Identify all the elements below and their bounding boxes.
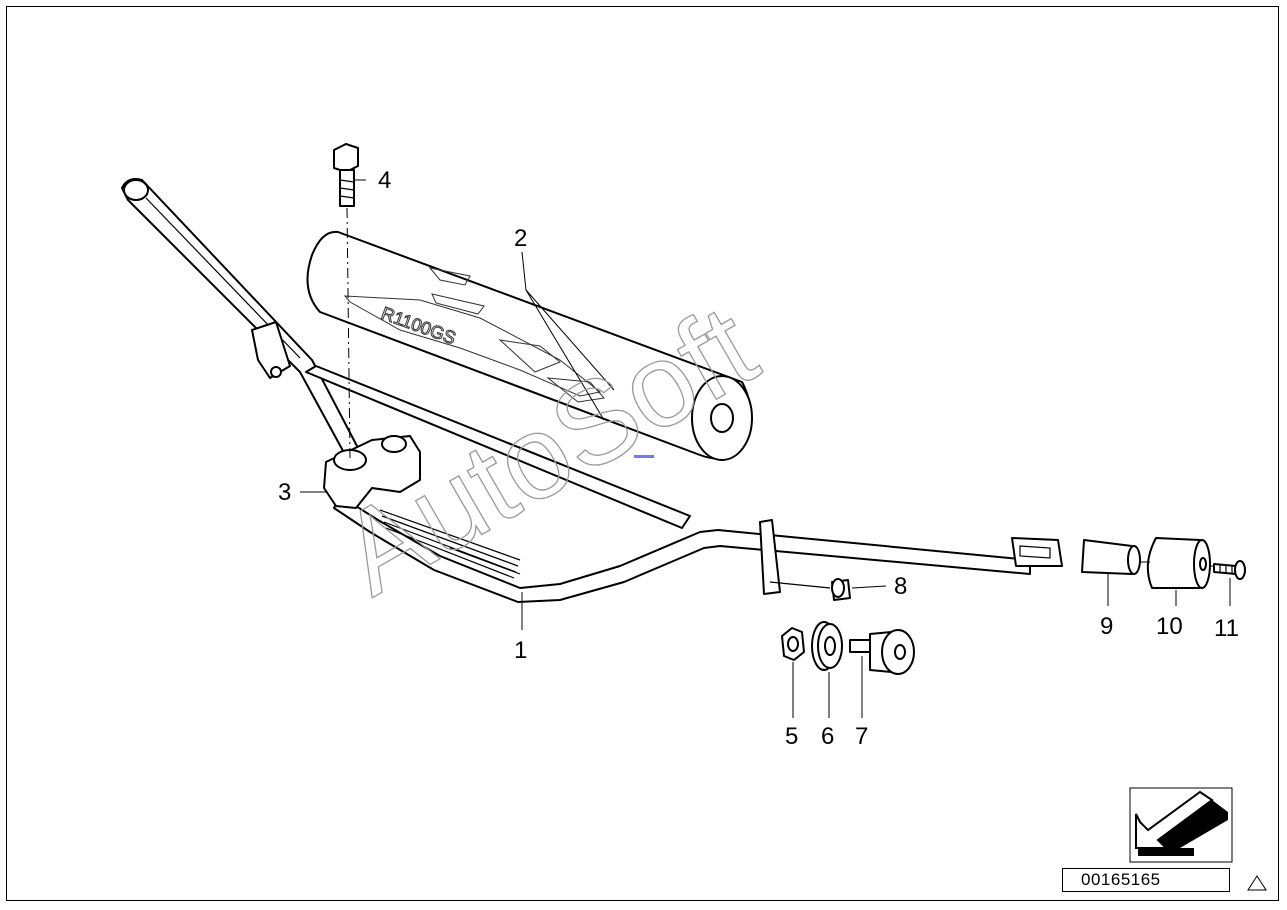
callout-9: 9 <box>1100 613 1113 640</box>
diagram-frame <box>6 6 1279 901</box>
callout-11: 11 <box>1214 615 1239 642</box>
callout-4: 4 <box>378 167 391 194</box>
callout-8: 8 <box>894 573 907 600</box>
bar-end-screw <box>1140 560 1246 580</box>
handlebar <box>121 178 1063 603</box>
rubber-mount <box>811 621 843 671</box>
document-number: 00165165 <box>1062 868 1230 892</box>
callout-10: 10 <box>1156 613 1183 640</box>
hex-nut <box>781 627 805 661</box>
callout-3: 3 <box>278 479 291 506</box>
leader-lines <box>300 179 1231 718</box>
blue-marker <box>634 455 654 458</box>
callout-1: 1 <box>514 637 527 664</box>
direction-arrow-icon <box>1129 787 1233 863</box>
warning-triangle-icon <box>1247 875 1267 891</box>
handlebar-clamp <box>323 435 421 509</box>
callout-2: 2 <box>514 225 527 252</box>
crossbar-pad: R1100GS <box>306 230 753 461</box>
bar-end-sleeve <box>1081 539 1141 575</box>
callout-labels: 1 2 3 4 5 6 7 8 9 10 11 <box>278 167 1239 750</box>
callout-5: 5 <box>785 723 798 750</box>
clamp-bolt <box>333 143 359 459</box>
callout-6: 6 <box>821 723 834 750</box>
bar-end-weight <box>1146 537 1211 589</box>
callout-7: 7 <box>855 723 868 750</box>
shoulder-bolt <box>849 629 915 675</box>
stud <box>831 578 851 601</box>
